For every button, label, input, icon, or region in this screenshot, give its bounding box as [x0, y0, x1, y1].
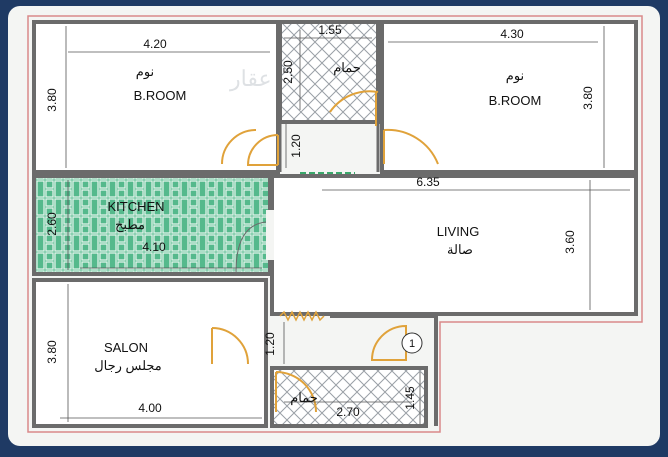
sliding-door — [279, 310, 325, 322]
dim-bath-bottom-width: 2.70 — [336, 405, 360, 419]
room-salon — [32, 278, 268, 428]
label-bath-bottom: حمام — [290, 390, 318, 406]
stair-marker — [401, 332, 423, 354]
dim-bedroom-left-height: 3.80 — [45, 88, 59, 112]
dim-kitchen-height: 2.60 — [45, 212, 59, 236]
label-bedroom-left-ar: نوم — [136, 64, 154, 80]
watermark-logo: عقار — [229, 66, 272, 92]
label-bedroom-right-en: B.ROOM — [489, 93, 542, 108]
door-bedroom-left — [246, 134, 279, 166]
dim-living-width: 6.35 — [416, 175, 440, 189]
door-bedroom-left-arc — [221, 129, 257, 165]
stair-marker-label: 1 — [409, 338, 415, 350]
outer-outline — [27, 15, 643, 433]
dim-salon-width: 4.00 — [138, 401, 162, 415]
door-bath-top-arc — [329, 90, 379, 113]
label-salon-en: SALON — [104, 340, 148, 355]
label-bath-top: حمام — [333, 60, 361, 76]
dim-bath-bottom-height: 1.45 — [403, 386, 417, 410]
label-living-ar: صالة — [447, 242, 473, 257]
dimension-lines — [60, 26, 630, 424]
dim-living-height: 3.60 — [563, 230, 577, 254]
label-bedroom-left-en: B.ROOM — [134, 88, 187, 103]
dim-entrance-width: 1.20 — [263, 332, 277, 356]
dim-bedroom-right-height: 3.80 — [581, 86, 595, 110]
room-bath-top — [278, 20, 380, 124]
label-kitchen-en: KITCHEN — [107, 199, 164, 214]
door-entrance — [370, 324, 407, 361]
dim-salon-height: 3.80 — [45, 340, 59, 364]
kitchen-opening — [266, 210, 274, 260]
room-kitchen — [32, 174, 272, 276]
dim-corridor-width: 1.20 — [289, 134, 303, 158]
label-living-en: LIVING — [437, 224, 480, 239]
dim-kitchen-width: 4.10 — [142, 240, 166, 254]
dim-bath-top-width: 1.55 — [318, 23, 342, 37]
room-bedroom-right — [380, 20, 638, 174]
dim-bath-top-height: 2.50 — [281, 60, 295, 84]
dim-bedroom-left-width: 4.20 — [143, 37, 167, 51]
door-bath-bottom-arc — [275, 371, 317, 413]
dim-bedroom-right-width: 4.30 — [500, 27, 524, 41]
label-salon-ar: مجلس رجال — [94, 358, 162, 374]
label-bedroom-right-ar: نوم — [506, 68, 524, 84]
room-living — [270, 174, 638, 316]
label-kitchen-ar: مطبخ — [115, 217, 145, 233]
door-salon-arc — [211, 327, 249, 365]
door-bedroom-right-arc — [383, 128, 439, 165]
kitchen-arc — [235, 221, 267, 273]
